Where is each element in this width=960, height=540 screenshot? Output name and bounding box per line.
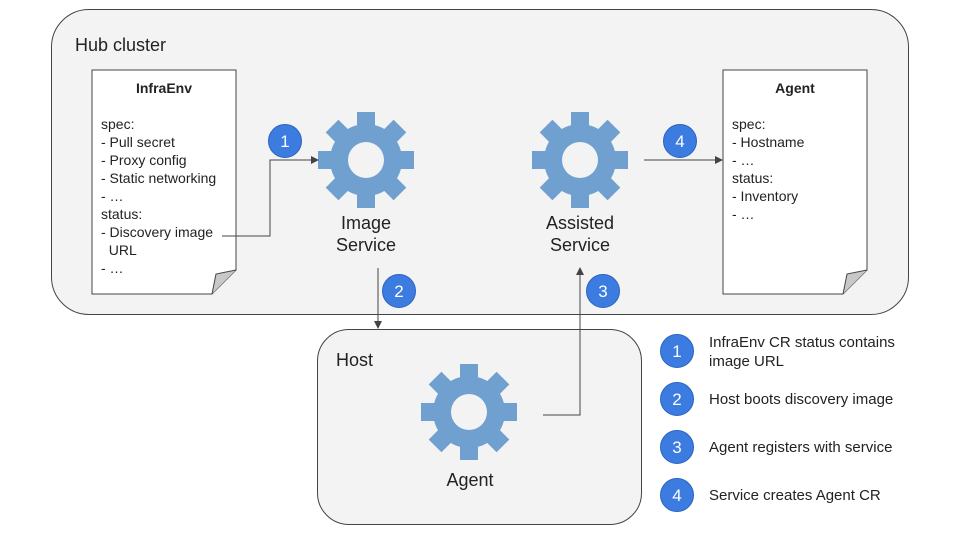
infraenv-document <box>91 69 237 295</box>
assisted-service-label: Assisted Service <box>530 212 630 256</box>
step-marker-1: 1 <box>268 124 302 158</box>
agent-document <box>722 69 868 295</box>
agent-doc-body: spec: - Hostname - … status: - Inventory… <box>732 115 804 223</box>
image-service-label-line2: Service <box>335 235 397 255</box>
legend-item-3: Agent registers with service <box>709 439 893 456</box>
legend-marker-3: 3 <box>660 430 694 464</box>
legend-item-2: Host boots discovery image <box>709 391 894 408</box>
agent-doc-line: - Inventory <box>732 188 799 204</box>
image-service-label: Image Service <box>316 212 416 256</box>
assisted-service-label-line1: Assisted <box>545 213 615 233</box>
infraenv-line: - … <box>101 188 124 204</box>
host-label: Host <box>336 350 374 370</box>
hub-cluster-label: Hub cluster <box>75 35 167 55</box>
legend-item-4: Service creates Agent CR <box>709 487 881 504</box>
legend-item-1-line1: InfraEnv CR status contains <box>709 334 895 351</box>
infraenv-line: - Proxy config <box>101 152 187 168</box>
step-marker-3: 3 <box>586 274 620 308</box>
agent-gear-label: Agent <box>446 470 494 490</box>
infraenv-body: spec: - Pull secret - Proxy config - Sta… <box>101 115 216 277</box>
infraenv-line: URL <box>101 242 137 258</box>
agent-doc-line: - … <box>732 206 755 222</box>
infraenv-line: - Static networking <box>101 170 217 186</box>
host-panel <box>317 329 642 525</box>
image-service-label-line1: Image <box>340 213 392 233</box>
infraenv-line: - Discovery image <box>101 224 214 240</box>
legend-item-1: InfraEnv CR status contains image URL <box>709 333 895 371</box>
assisted-service-gear-icon <box>532 112 628 208</box>
agent-doc-line: - … <box>732 152 755 168</box>
agent-doc-line: status: <box>732 170 774 186</box>
legend-marker-2: 2 <box>660 382 694 416</box>
legend-marker-1: 1 <box>660 334 694 368</box>
infraenv-title: InfraEnv <box>135 80 192 96</box>
arrow-1 <box>222 156 319 237</box>
infraenv-line: - Pull secret <box>101 134 175 150</box>
step-marker-2: 2 <box>382 274 416 308</box>
agent-doc-line: spec: <box>732 116 766 132</box>
step-marker-4: 4 <box>663 124 697 158</box>
arrow-3 <box>543 267 584 416</box>
infraenv-line: spec: <box>101 116 135 132</box>
agent-doc-title: Agent <box>775 80 815 96</box>
legend-marker-4: 4 <box>660 478 694 512</box>
assisted-service-label-line2: Service <box>549 235 611 255</box>
agent-doc-line: - Hostname <box>732 134 805 150</box>
image-service-gear-icon <box>318 112 414 208</box>
infraenv-line: status: <box>101 206 143 222</box>
infraenv-line: - … <box>101 260 124 276</box>
agent-gear-icon <box>421 364 517 460</box>
legend-item-1-line2: image URL <box>709 353 785 370</box>
